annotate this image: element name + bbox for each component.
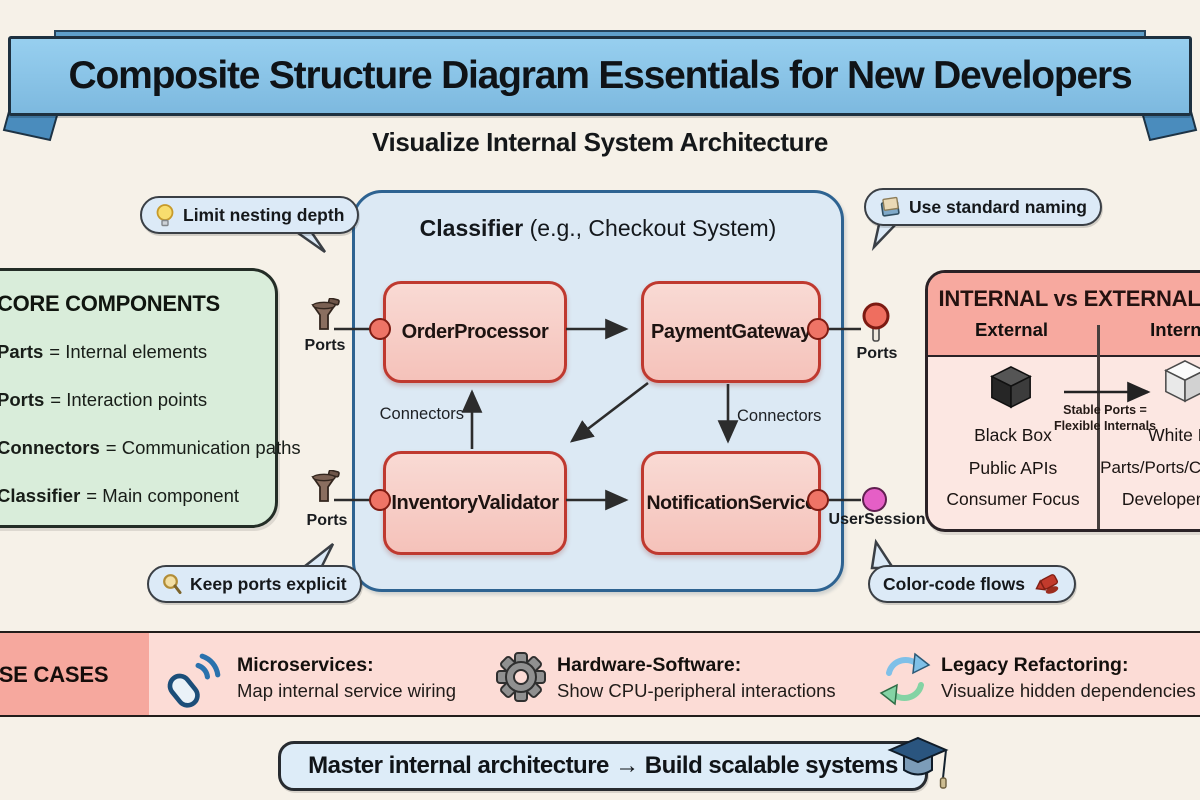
port-pin-icon	[311, 470, 340, 502]
use-cases-label-background	[0, 633, 149, 715]
port-pin-icon	[311, 298, 340, 330]
book-icon	[880, 196, 900, 217]
use-cases-title: USE CASES	[0, 662, 109, 687]
term: Parts	[0, 341, 44, 362]
magnifier-icon	[163, 573, 182, 594]
part-notificationservice: NotificationService	[641, 451, 821, 555]
use-case-heading: Legacy Refactoring:	[941, 654, 1129, 676]
port-orderprocessor	[369, 318, 391, 340]
tip-bubble-standard-naming: Use standard naming	[864, 188, 1102, 226]
column-external: External	[975, 319, 1049, 340]
refresh-cycle-icon	[879, 652, 931, 706]
use-case-description: Show CPU-peripheral interactions	[557, 680, 836, 701]
page-title: Composite Structure Diagram Essentials f…	[68, 54, 1133, 97]
ribbon-fold-tails	[2, 106, 1198, 142]
part-paymentgateway: PaymentGateway	[641, 281, 821, 383]
term: Connectors	[0, 437, 100, 458]
definition: = Main component	[86, 485, 240, 506]
definition: = Interaction points	[50, 389, 208, 410]
part-label: PaymentGateway	[650, 320, 812, 343]
internal-vs-external-panel: INTERNAL vs EXTERNAL VIEW External Inter…	[925, 270, 1200, 532]
bridge-text-line2: Flexible Internals	[1053, 419, 1157, 433]
bridge-text-line1: Stable Ports =	[1063, 403, 1147, 417]
internal-row-white-box: White Box	[1148, 425, 1200, 445]
part-inventoryvalidator: InventoryValidator	[383, 451, 567, 555]
comparison-header: INTERNAL vs EXTERNAL VIEW External Inter…	[928, 273, 1200, 357]
lightbulb-icon	[156, 203, 174, 226]
ports-label: Ports	[304, 337, 346, 354]
tip-label: Use standard naming	[909, 196, 1087, 217]
connectors-label: Connectors	[737, 407, 822, 425]
microservices-link-icon	[167, 653, 221, 708]
core-item-connectors: Connectors= Communication paths	[0, 437, 301, 459]
term: Ports	[0, 389, 45, 410]
external-row-public-apis: Public APIs	[968, 458, 1058, 478]
core-item-ports: Ports= Interaction points	[0, 389, 265, 411]
tip-bubble-color-code: Color-code flows	[868, 565, 1076, 603]
classifier-title-rest: (e.g., Checkout System)	[523, 215, 777, 241]
graduation-cap-icon	[887, 736, 949, 789]
port-paymentgateway	[807, 318, 829, 340]
use-case-heading: Microservices:	[237, 654, 374, 676]
stable-ports-arrow	[1064, 381, 1151, 403]
part-orderprocessor: OrderProcessor	[383, 281, 567, 383]
internal-row-developer-focus: Developer Focus	[1121, 489, 1200, 509]
core-components-title: CORE COMPONENTS	[0, 291, 220, 316]
crayon-icon	[1035, 574, 1059, 594]
black-box-cube-icon	[990, 366, 1032, 409]
classifier-title-bold: Classifier	[419, 215, 524, 241]
usersession-port-dot	[862, 487, 887, 512]
column-internal: Internal	[1150, 319, 1200, 340]
external-row-black-box: Black Box	[974, 425, 1052, 445]
external-row-consumer-focus: Consumer Focus	[946, 489, 1080, 509]
part-label: OrderProcessor	[401, 320, 549, 343]
connectors-label: Connectors	[379, 405, 464, 423]
tip-label: Limit nesting depth	[183, 204, 345, 225]
tip-label: Color-code flows	[883, 573, 1025, 594]
definition: = Communication paths	[105, 437, 301, 458]
definition: = Internal elements	[49, 341, 208, 362]
use-case-description: Map internal service wiring	[237, 680, 457, 701]
gear-icon	[496, 652, 546, 702]
white-box-cube-icon	[1164, 360, 1200, 403]
port-notificationservice	[807, 489, 829, 511]
footer-banner: Master internal architecture → Build sca…	[278, 741, 928, 791]
title-banner: Composite Structure Diagram Essentials f…	[8, 36, 1192, 116]
port-inventoryvalidator	[369, 489, 391, 511]
use-case-description: Visualize hidden dependencies	[941, 680, 1196, 701]
use-case-heading: Hardware-Software:	[557, 654, 742, 676]
classifier-title: Classifier (e.g., Checkout System)	[355, 215, 841, 242]
ports-label: Ports	[856, 345, 898, 362]
part-label: NotificationService	[646, 491, 816, 514]
term: Classifier	[0, 485, 81, 506]
part-label: InventoryValidator	[391, 491, 559, 514]
footer-text: Master internal architecture → Build sca…	[308, 752, 898, 779]
use-cases-bar: USE CASES Microservices: Map internal se…	[0, 631, 1200, 717]
subtitle: Visualize Internal System Architecture	[372, 127, 828, 157]
tip-bubble-limit-nesting: Limit nesting depth	[140, 196, 360, 234]
core-components-panel: CORE COMPONENTS Parts= Internal elements…	[0, 268, 301, 528]
lollipop-port-icon	[862, 302, 890, 342]
comparison-title: INTERNAL vs EXTERNAL VIEW	[938, 286, 1200, 311]
core-item-parts: Parts= Internal elements	[0, 341, 265, 363]
ports-label: Ports	[306, 512, 348, 529]
tip-label: Keep ports explicit	[190, 573, 347, 594]
comparison-column-headers: External Internal	[928, 319, 1200, 341]
internal-row-parts-ports-connectors: Parts/Ports/Connectors	[1100, 458, 1200, 477]
usersession-label: UserSession	[828, 511, 926, 528]
column-divider	[1097, 325, 1100, 529]
classifier-container: Classifier (e.g., Checkout System) Order…	[352, 190, 844, 592]
tip-bubble-ports-explicit: Keep ports explicit	[147, 565, 362, 603]
core-item-classifier: Classifier= Main component	[0, 485, 265, 507]
